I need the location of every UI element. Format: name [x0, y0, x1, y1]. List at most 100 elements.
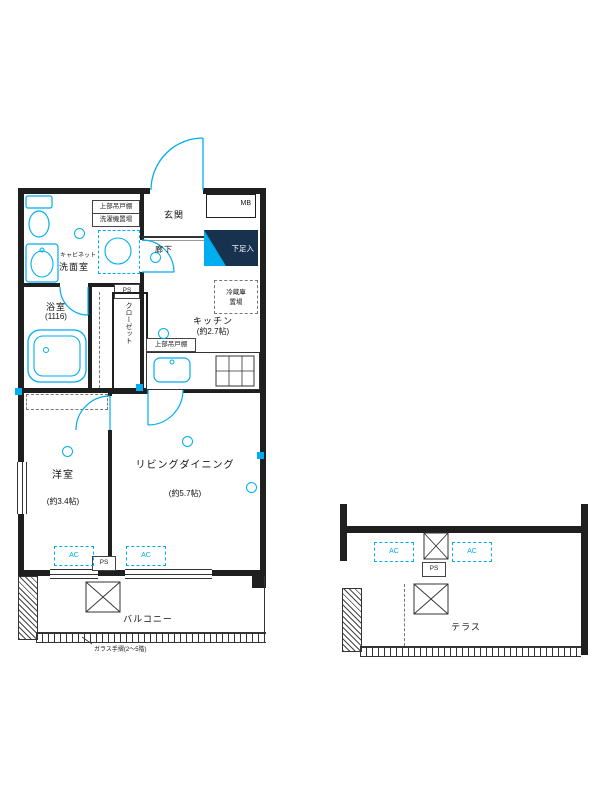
terrace-hatch-cross-2 — [413, 583, 449, 615]
bathroom-size: (1116) — [45, 312, 67, 321]
terrace-left-wall — [340, 533, 347, 561]
bedroom-size: (約3.4帖) — [46, 497, 80, 506]
hatch-cross-1 — [85, 581, 121, 613]
shoe-cabinet-label: 下足入 — [231, 244, 255, 253]
terrace-stub-left — [340, 504, 347, 526]
entrance-door-arc — [150, 137, 204, 191]
entrance-label: 玄関 — [163, 210, 185, 220]
hallway-label: 廊下 — [155, 245, 173, 254]
cabinet-note: キャビネット — [60, 253, 97, 259]
entrance-step-line-2 — [142, 240, 204, 241]
wall-washroom-hall-lower — [140, 272, 144, 388]
wall-marker-3 — [257, 452, 264, 459]
shoe-cabinet-triangle — [204, 230, 226, 266]
wall-right — [260, 188, 266, 576]
terrace-top-box-cross-1 — [423, 532, 449, 560]
wall-top-left — [18, 188, 150, 194]
balcony-right-stub — [252, 576, 266, 588]
bathroom-label: 浴室 — [45, 302, 67, 312]
living-balcony-window — [125, 569, 212, 579]
bathtub-inner — [33, 335, 81, 377]
pipe-space-bottom: PS — [92, 556, 116, 571]
light-symbol-living-1 — [182, 436, 193, 447]
bath-closet-gap-line — [99, 292, 100, 388]
bathtub-outer — [27, 329, 87, 383]
ac-label: AC — [467, 548, 477, 555]
terrace-top-box — [423, 532, 449, 560]
closet: クローゼット — [112, 292, 148, 394]
vanity-counter — [25, 243, 59, 283]
hatch-cross-2 — [85, 581, 121, 613]
wall-left-lower — [18, 514, 24, 576]
light-symbol-washroom — [74, 228, 85, 239]
evacuation-hatch — [85, 581, 121, 613]
terrace-dashed-line — [404, 584, 405, 646]
wall-washroom-hall-upper — [140, 188, 144, 240]
ac-space-2: AC — [126, 546, 166, 566]
light-symbol-living-2 — [246, 482, 257, 493]
wall-left-upper — [18, 188, 24, 462]
kitchen-upper-cabinet-label: 上部吊戸棚 — [154, 341, 188, 348]
fridge-space: 冷蔵庫 置場 — [214, 280, 258, 314]
vanity-faucet — [39, 247, 45, 253]
washroom-label: 洗面室 — [58, 262, 90, 272]
terrace-pier — [342, 588, 362, 652]
ac-label: AC — [389, 548, 399, 555]
wall-marker-1 — [15, 388, 22, 395]
wall-bedroom-living — [108, 430, 112, 570]
wall-bedroom-living-stub — [108, 388, 112, 396]
ac-space-1: AC — [54, 546, 94, 566]
ps-label: PS — [122, 287, 132, 294]
terrace-right-wall — [581, 533, 588, 655]
washer-space-label: 洗濯機置場 — [99, 216, 133, 223]
kitchen-size: (約2.7帖) — [196, 327, 230, 336]
washroom-upper-cabinet: 上部吊戸棚 — [92, 200, 140, 214]
bedroom-window — [50, 569, 98, 579]
meter-box: MB — [206, 194, 256, 218]
terrace-label: テラス — [451, 622, 481, 632]
wall-mid-horizontal-2 — [183, 388, 266, 393]
ps-label: PS — [429, 565, 439, 572]
terrace-top-wall — [340, 526, 588, 533]
ac-label: AC — [141, 552, 151, 559]
bedroom-ceiling-dashed — [26, 394, 108, 410]
terrace-stub-right — [581, 504, 588, 526]
light-symbol-hall — [150, 252, 161, 263]
ac-label: AC — [69, 552, 79, 559]
pipe-space-terrace: PS — [422, 562, 446, 577]
wall-marker-2 — [136, 384, 143, 391]
living-dining-size: (約5.7帖) — [168, 489, 202, 498]
terrace-boundary — [360, 646, 581, 657]
kitchen-upper-cabinet: 上部吊戸棚 — [146, 338, 196, 352]
meter-box-label: MB — [240, 200, 252, 207]
washer-pan — [98, 230, 140, 274]
wall-bottom-3 — [212, 570, 266, 576]
wall-bath-right — [88, 287, 92, 388]
toilet-tank — [25, 195, 53, 209]
bathtub-drain — [43, 347, 49, 353]
balcony-pier — [18, 576, 38, 640]
wall-washroom-bath-1 — [18, 283, 60, 287]
washer-space-labelbox: 洗濯機置場 — [92, 213, 140, 227]
glass-rail-note: ガラス手摺(2〜5階) — [94, 647, 147, 653]
kitchen-counter — [146, 352, 260, 390]
shoe-cabinet: 下足入 — [204, 230, 258, 266]
terrace-hatch — [413, 583, 449, 615]
bedroom-label: 洋室 — [52, 470, 74, 481]
kitchen-label: キッチン — [192, 316, 234, 326]
living-door-arc — [147, 389, 184, 426]
light-symbol-kitchen — [158, 328, 169, 339]
wall-bottom-1 — [18, 570, 50, 576]
terrace-hatch-cross-1 — [413, 583, 449, 615]
balcony-right-edge — [264, 576, 265, 636]
ac-space-3: AC — [374, 542, 414, 562]
balcony-label: バルコニー — [123, 614, 173, 624]
vanity-sink — [30, 250, 54, 278]
ps-label: PS — [99, 559, 109, 566]
terrace-top-box-cross-2 — [423, 532, 449, 560]
fridge-label-1: 冷蔵庫 — [226, 289, 246, 296]
pipe-space-top: PS — [114, 284, 140, 299]
balcony-railing — [36, 632, 266, 643]
light-symbol-bedroom — [62, 446, 73, 457]
